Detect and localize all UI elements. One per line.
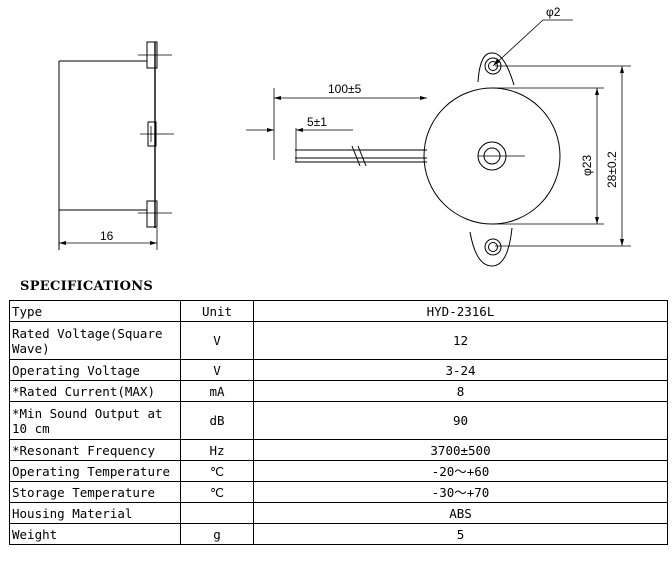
technical-drawing: 16 100±5 5±1 — [58, 5, 631, 267]
unit-cell: V — [180, 321, 254, 360]
unit-cell: V — [180, 359, 254, 381]
param-cell: *Rated Current(MAX) — [9, 380, 181, 402]
specifications-table: Type Unit HYD-2316L Rated Voltage(Square… — [9, 300, 668, 545]
table-row: *Resonant Frequency Hz 3700±500 — [9, 439, 668, 461]
unit-cell: dB — [180, 401, 254, 440]
param-cell: *Min Sound Output at 10 cm — [9, 401, 181, 440]
value-cell: 3700±500 — [253, 439, 668, 461]
table-row: Operating Temperature ℃ -20～+60 — [9, 460, 668, 482]
table-row: Operating Voltage V 3-24 — [9, 359, 668, 381]
param-cell: Rated Voltage(Square Wave) — [9, 321, 181, 360]
dim-hole-label: φ2 — [546, 5, 561, 19]
front-view: 100±5 5±1 φ2 φ23 28±0.2 — [246, 5, 631, 267]
table-header-row: Type Unit HYD-2316L — [9, 300, 668, 322]
value-cell: HYD-2316L — [253, 300, 668, 322]
dim-depth-label: 16 — [100, 229, 114, 243]
param-cell: Operating Voltage — [9, 359, 181, 381]
value-cell: 3-24 — [253, 359, 668, 381]
specifications-heading: SPECIFICATIONS — [20, 279, 154, 294]
dim-mount-span-label: 28±0.2 — [605, 151, 619, 188]
value-cell: -20～+60 — [253, 460, 668, 482]
unit-cell: ℃ — [180, 460, 254, 482]
param-cell: Weight — [9, 523, 181, 545]
param-cell: Type — [9, 300, 181, 322]
table-row: *Min Sound Output at 10 cm dB 90 — [9, 401, 668, 440]
param-cell: Operating Temperature — [9, 460, 181, 482]
unit-cell: ℃ — [180, 481, 254, 503]
value-cell: 8 — [253, 380, 668, 402]
table-row: *Rated Current(MAX) mA 8 — [9, 380, 668, 402]
param-cell: Housing Material — [9, 502, 181, 524]
unit-cell: Unit — [180, 300, 254, 322]
value-cell: 5 — [253, 523, 668, 545]
dim-body-diameter-label: φ23 — [580, 155, 594, 176]
unit-cell: Hz — [180, 439, 254, 461]
dim-lead-length-label: 100±5 — [328, 82, 362, 96]
unit-cell: mA — [180, 380, 254, 402]
unit-cell — [180, 502, 254, 524]
value-cell: ABS — [253, 502, 668, 524]
value-cell: 12 — [253, 321, 668, 360]
param-cell: *Resonant Frequency — [9, 439, 181, 461]
table-row: Rated Voltage(Square Wave) V 12 — [9, 321, 668, 360]
value-cell: -30～+70 — [253, 481, 668, 503]
param-cell: Storage Temperature — [9, 481, 181, 503]
table-row: Storage Temperature ℃ -30～+70 — [9, 481, 668, 503]
unit-cell: g — [180, 523, 254, 545]
value-cell: 90 — [253, 401, 668, 440]
side-view: 16 — [58, 41, 174, 250]
table-row: Weight g 5 — [9, 523, 668, 545]
dim-strip-label: 5±1 — [307, 115, 327, 129]
table-row: Housing Material ABS — [9, 502, 668, 524]
